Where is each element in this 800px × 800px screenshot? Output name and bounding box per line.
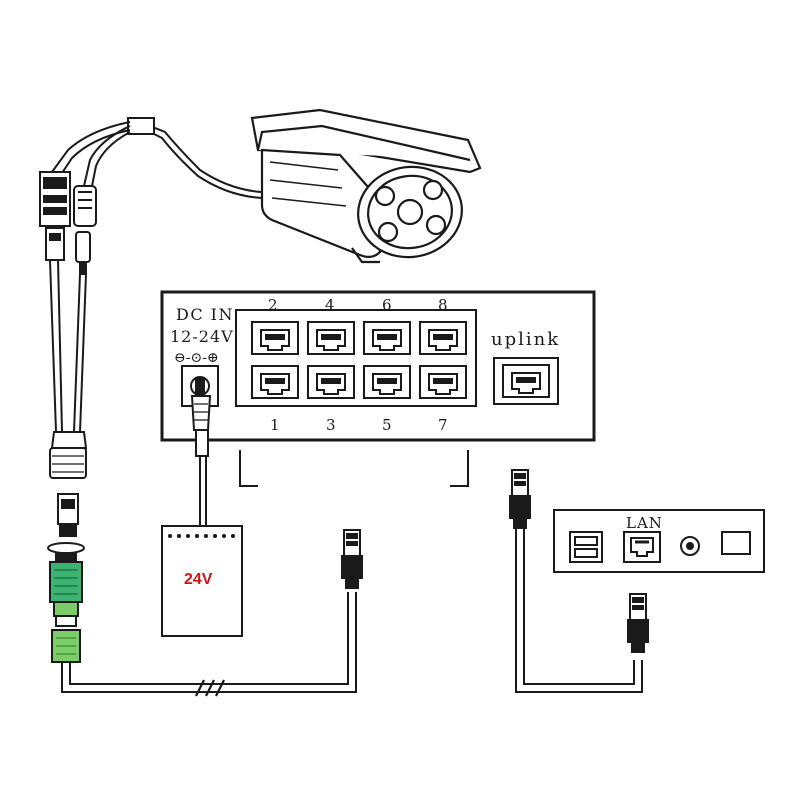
- usb-port-icon: [569, 531, 603, 563]
- dc-in-label: DC IN: [176, 305, 234, 324]
- camera-rj45-coupler: [39, 171, 71, 261]
- rj45-plug-icon: [627, 593, 649, 653]
- power-jack-icon: [680, 536, 700, 556]
- ethernet-port-icon: [307, 365, 355, 399]
- power-adapter-voltage: 24V: [184, 571, 213, 588]
- uplink-label: uplink: [491, 329, 560, 350]
- ethernet-port-icon: [363, 321, 411, 355]
- waterproof-cap: [47, 542, 85, 663]
- splitter-connector: [49, 431, 88, 479]
- port-number: 3: [326, 416, 336, 434]
- port-number: 2: [268, 296, 278, 314]
- ethernet-port-icon: [502, 364, 550, 398]
- panel-button-icon: [721, 531, 751, 555]
- camera-pigtail-cable: [51, 117, 263, 199]
- ethernet-port-icon: [623, 531, 661, 563]
- ethernet-cable-camera: [61, 592, 357, 697]
- polarity-label: ⊖-⊙-⊕: [174, 350, 219, 366]
- port-number: 8: [438, 296, 448, 314]
- ethernet-port-icon: [251, 321, 299, 355]
- poe-switch: DC IN 12-24V ⊖-⊙-⊕ 2 4 6 8 1 3 5 7 uplin…: [160, 290, 596, 487]
- ethernet-port-icon: [363, 365, 411, 399]
- dc-barrel-plug-icon: [190, 377, 212, 526]
- router-panel: LAN: [553, 509, 765, 573]
- voltage-label: 12-24V: [170, 327, 234, 346]
- ethernet-port-icon: [251, 365, 299, 399]
- rj45-plug-icon: [57, 493, 79, 537]
- port-number: 1: [270, 416, 280, 434]
- port-number: 7: [438, 416, 448, 434]
- ethernet-port-icon: [419, 321, 467, 355]
- ethernet-cable-uplink: [515, 528, 643, 693]
- ethernet-port-icon: [419, 365, 467, 399]
- dc-barrel-plug-icon: [73, 185, 97, 275]
- rj45-plug-icon: [341, 529, 363, 589]
- lan-label: LAN: [626, 514, 663, 532]
- rj45-plug-icon: [509, 469, 531, 529]
- ip-camera-icon: [250, 108, 482, 264]
- ethernet-port-icon: [307, 321, 355, 355]
- power-adapter: 24V: [161, 525, 243, 637]
- port-number: 6: [382, 296, 392, 314]
- port-number: 4: [325, 296, 335, 314]
- port-number: 5: [382, 416, 392, 434]
